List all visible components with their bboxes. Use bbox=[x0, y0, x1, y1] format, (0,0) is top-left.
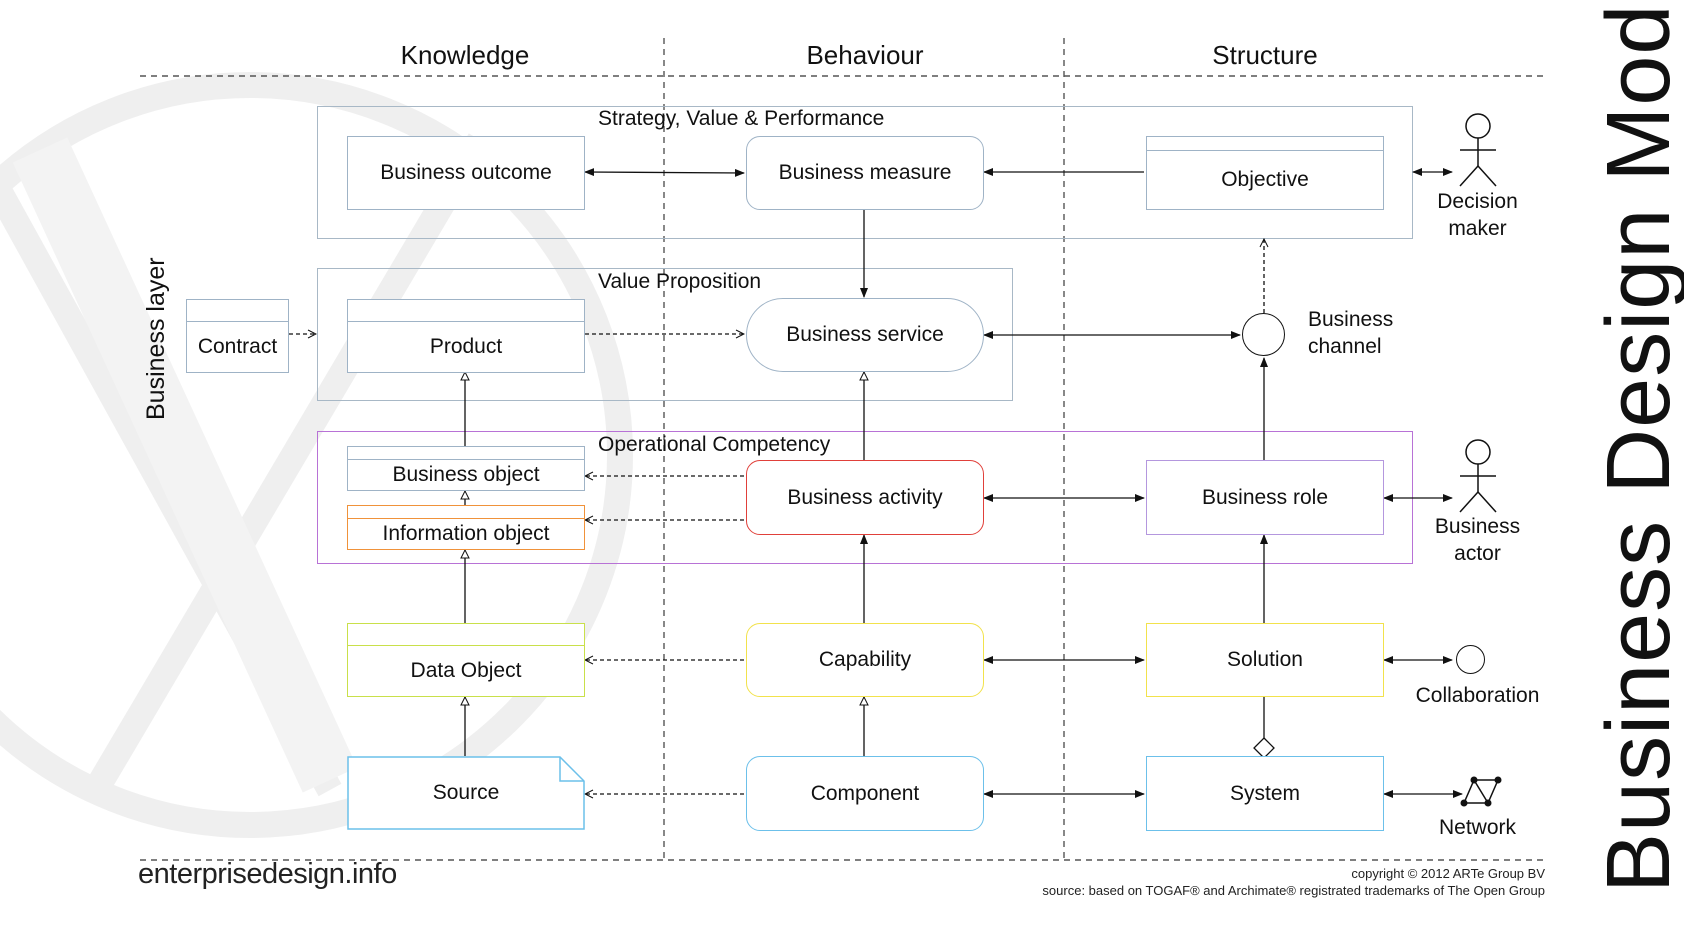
element-capability[interactable]: Capability bbox=[746, 623, 984, 697]
document-shape-icon bbox=[347, 756, 585, 830]
element-component[interactable]: Component bbox=[746, 756, 984, 831]
footer-source: source: based on TOGAF® and Archimate® r… bbox=[1042, 883, 1545, 898]
layer-label: Business layer bbox=[142, 257, 170, 420]
business-channel-circle-icon[interactable] bbox=[1242, 313, 1285, 356]
element-objective[interactable]: Objective bbox=[1146, 136, 1384, 210]
business-object-label: Business object bbox=[392, 463, 540, 486]
business-actor-stick-figure-icon[interactable] bbox=[1452, 436, 1506, 516]
element-business-service[interactable]: Business service bbox=[746, 298, 984, 372]
business-service-label: Business service bbox=[786, 323, 944, 346]
business-measure-label: Business measure bbox=[778, 161, 952, 184]
element-business-activity[interactable]: Business activity bbox=[746, 460, 984, 535]
element-data-object[interactable]: Data Object bbox=[347, 623, 585, 697]
capability-label: Capability bbox=[818, 648, 912, 671]
footer-website[interactable]: enterprisedesign.info bbox=[138, 858, 397, 890]
group-label-strategy: Strategy, Value & Performance bbox=[598, 107, 885, 130]
decision-maker-stick-figure-icon[interactable] bbox=[1452, 110, 1506, 190]
element-source[interactable]: Source bbox=[347, 756, 585, 830]
information-object-label: Information object bbox=[382, 522, 550, 545]
element-business-object[interactable]: Business object bbox=[347, 446, 585, 491]
contract-label: Contract bbox=[197, 335, 278, 358]
element-business-role[interactable]: Business role bbox=[1146, 460, 1384, 535]
system-label: System bbox=[1229, 781, 1300, 805]
column-header-behaviour: Behaviour bbox=[806, 40, 924, 70]
column-header-structure: Structure bbox=[1212, 40, 1318, 70]
product-label: Product bbox=[429, 335, 503, 358]
business-outcome-label: Business outcome bbox=[380, 161, 552, 184]
diagram-title: Business Design Model bbox=[1589, 0, 1684, 893]
collaboration-label: Collaboration bbox=[1415, 684, 1540, 707]
business-role-label: Business role bbox=[1201, 485, 1329, 509]
solution-label: Solution bbox=[1227, 648, 1303, 671]
element-business-outcome[interactable]: Business outcome bbox=[347, 136, 585, 210]
collaboration-circle-icon[interactable] bbox=[1456, 645, 1485, 674]
element-solution[interactable]: Solution bbox=[1146, 623, 1384, 697]
source-label: Source bbox=[432, 781, 500, 804]
business-activity-label: Business activity bbox=[787, 485, 943, 509]
network-label: Network bbox=[1438, 816, 1517, 839]
component-label: Component bbox=[810, 781, 920, 805]
group-label-value-proposition: Value Proposition bbox=[598, 270, 762, 293]
element-business-measure[interactable]: Business measure bbox=[746, 136, 984, 210]
footer-copyright: copyright © 2012 ARTe Group BV bbox=[1351, 866, 1545, 881]
element-information-object[interactable]: Information object bbox=[347, 505, 585, 550]
element-product[interactable]: Product bbox=[347, 299, 585, 373]
column-header-knowledge: Knowledge bbox=[400, 40, 530, 70]
element-system[interactable]: System bbox=[1146, 756, 1384, 831]
objective-label: Objective bbox=[1221, 168, 1309, 191]
network-icon[interactable] bbox=[1460, 775, 1504, 809]
element-contract[interactable]: Contract bbox=[186, 299, 289, 373]
group-label-operational-competency: Operational Competency bbox=[598, 433, 831, 456]
data-object-label: Data Object bbox=[410, 659, 522, 682]
